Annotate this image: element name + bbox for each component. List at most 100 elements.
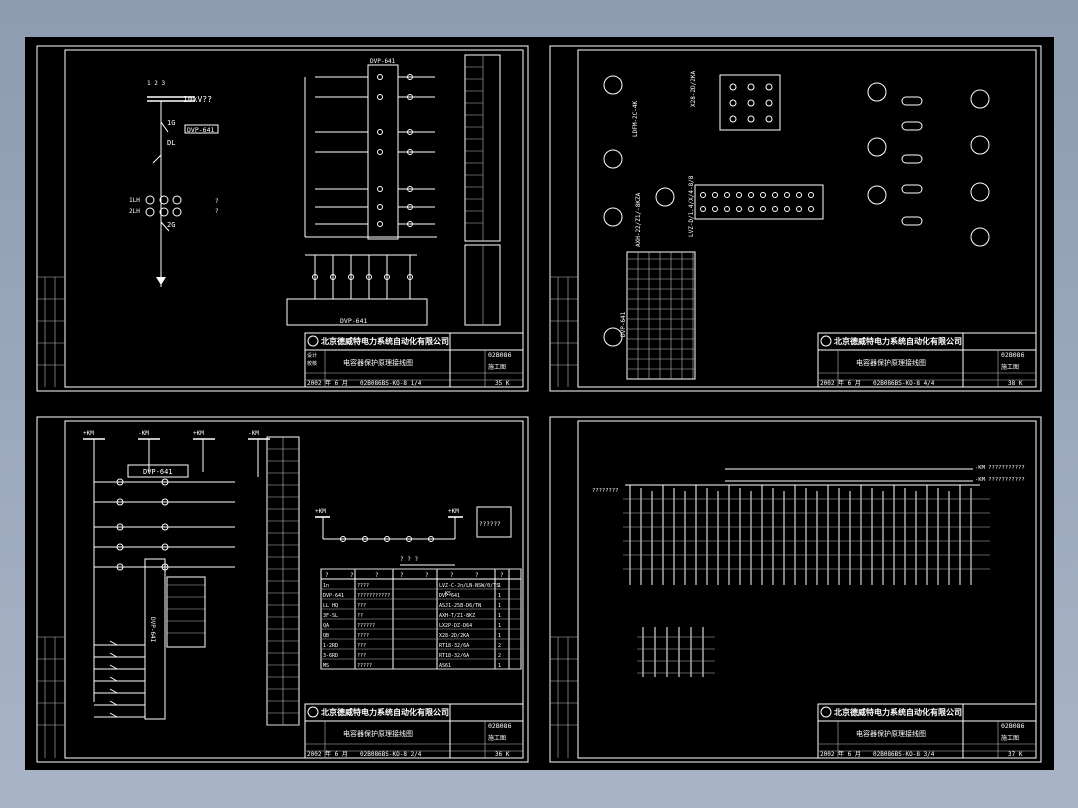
terminal-circle — [377, 129, 383, 135]
terminal-circle — [700, 206, 706, 212]
terminal-circle — [377, 149, 383, 155]
s2-col-2: AXH-22/Z1/-8KZA — [635, 192, 642, 247]
design-row-1: 设计 — [307, 352, 317, 359]
terminal-circle — [407, 204, 413, 210]
terminal-circle — [970, 227, 990, 247]
year-2: 2002 年 6 月 — [820, 379, 861, 387]
table-header-cell: ? — [500, 572, 504, 579]
terminal-circle — [377, 221, 383, 227]
table-cell: 2 — [498, 653, 501, 659]
drawing-canvas: 1 2 3 10kV?? 1G DVP-641 DL 1LH 2LH ?? 2G… — [25, 37, 1054, 770]
terminal-circle — [712, 206, 718, 212]
table-cell: ??? — [357, 603, 366, 609]
terminal-circle — [603, 327, 623, 347]
supply-4: -KM — [248, 430, 259, 437]
s3-device: DVP-641 — [143, 468, 173, 476]
table-cell: 1 — [498, 603, 501, 609]
terminal-circle — [765, 83, 773, 91]
table-cell: ASJ1-25B-D6/TN — [439, 603, 481, 609]
terminal-circle — [747, 99, 755, 107]
terminal-circle — [161, 498, 169, 506]
stage-4: 施工图 — [1001, 734, 1019, 742]
table-cell: ??? — [357, 643, 366, 649]
terminal-circle — [970, 182, 990, 202]
table-note: KS — [445, 591, 451, 597]
table-header-cell: ? — [375, 572, 379, 579]
terminal-circle — [384, 536, 390, 542]
terminal-circle — [603, 149, 623, 169]
table-cell: LL HQ — [323, 603, 338, 609]
drawing-name-2: 电容器保护原理接线图 — [856, 358, 926, 367]
company-1: 北京德威特电力系统自动化有限公司 — [321, 336, 449, 346]
terminal-circle — [784, 192, 790, 198]
drawing-name-4: 电容器保护原理接线图 — [856, 729, 926, 738]
table-cell: 2 — [498, 643, 501, 649]
terminal-circle — [747, 83, 755, 91]
terminal-circle — [377, 186, 383, 192]
supply-2: -KM — [138, 430, 149, 437]
scale-4: 37 K — [1008, 751, 1023, 758]
scale-1: 35 K — [495, 380, 510, 387]
terminal-circle — [384, 274, 390, 280]
table-header-cell: ? — [350, 572, 354, 579]
terminal-circle — [772, 192, 778, 198]
terminal-circle — [655, 187, 675, 207]
terminal-circle — [970, 135, 990, 155]
terminal-circle — [760, 206, 766, 212]
company-4: 北京德威特电力系统自动化有限公司 — [834, 707, 962, 717]
table-cell: ??????????? — [357, 593, 390, 599]
svg-text:?: ? — [215, 208, 219, 215]
table-cell: 1n — [323, 583, 329, 589]
terminal-circle — [407, 274, 413, 280]
table-header-cell: ? — [400, 572, 404, 579]
table-cell: 1-2RD — [323, 643, 338, 649]
terminal-circle — [407, 94, 413, 100]
table-cell: RT18-32/6A — [439, 643, 469, 649]
parts-table: ????????1n????LVZ-C-Jn/LN-NSW/0/TS1DVP-6… — [320, 568, 522, 670]
terminal-circle — [116, 543, 124, 551]
terminal-circle — [161, 478, 169, 486]
cad-line — [109, 712, 118, 718]
title-block-1: 北京德威特电力系统自动化有限公司 电容器保护原理接线图 02B086 施工图 2… — [304, 332, 524, 388]
table-cell: X28-2D/2KA — [439, 633, 469, 639]
terminal-circle — [428, 536, 434, 542]
table-cell: MS — [323, 663, 329, 669]
sheet-code-2: 02B086BS-KO-8 4/4 — [873, 380, 935, 387]
table-cell: ???? — [357, 633, 369, 639]
contact-pill — [901, 121, 923, 131]
terminal-circle — [116, 523, 124, 531]
table-cell: AXH-T/Z1-8KZ — [439, 613, 475, 619]
cad-line — [109, 700, 118, 706]
table-cell: RT18-32/6A — [439, 653, 469, 659]
label-1lh: 1LH — [129, 197, 140, 204]
terminal-circle — [729, 99, 737, 107]
terminal-circle — [748, 206, 754, 212]
svg-text:1 2 3: 1 2 3 — [147, 80, 165, 87]
terminal-circle — [366, 274, 372, 280]
sheet-3: +KM -KM +KM -KM DVP-641 DVP-64I +KM +KM … — [36, 416, 529, 763]
year-4: 2002 年 6 月 — [820, 750, 861, 758]
table-cell: 1 — [498, 623, 501, 629]
terminal-circle — [867, 185, 887, 205]
terminal-circle — [340, 536, 346, 542]
stage-3: 施工图 — [488, 734, 506, 742]
table-cell: ?? — [357, 613, 363, 619]
sheet-2: DVP-641 X28-2D/2KA AXH-22/Z1/-8KZA LDFM-… — [549, 45, 1042, 392]
title-block-3: 北京德威特电力系统自动化有限公司 电容器保护原理接线图 02B086 施工图 2… — [304, 703, 524, 759]
terminal-circle — [377, 204, 383, 210]
table-cell: LVZ-C-Jn/LN-NSW/0/TS — [439, 583, 499, 589]
scale-2: 38 K — [1008, 380, 1023, 387]
s3-side-device: DVP-64I — [149, 617, 156, 643]
table-cell: QA — [323, 623, 329, 629]
terminal-circle — [772, 206, 778, 212]
label-2g: 2G — [167, 221, 175, 229]
s4-top-label-2: -KM ??????????? — [975, 477, 1025, 483]
label-2lh: 2LH — [129, 208, 140, 215]
contact-pill — [901, 184, 923, 194]
year-3: 2002 年 6 月 — [307, 750, 348, 758]
terminal-circle — [406, 536, 412, 542]
terminal-circle — [796, 192, 802, 198]
cad-line — [109, 652, 118, 658]
terminal-circle — [407, 149, 413, 155]
drawing-name-1: 电容器保护原理接线图 — [343, 358, 413, 367]
